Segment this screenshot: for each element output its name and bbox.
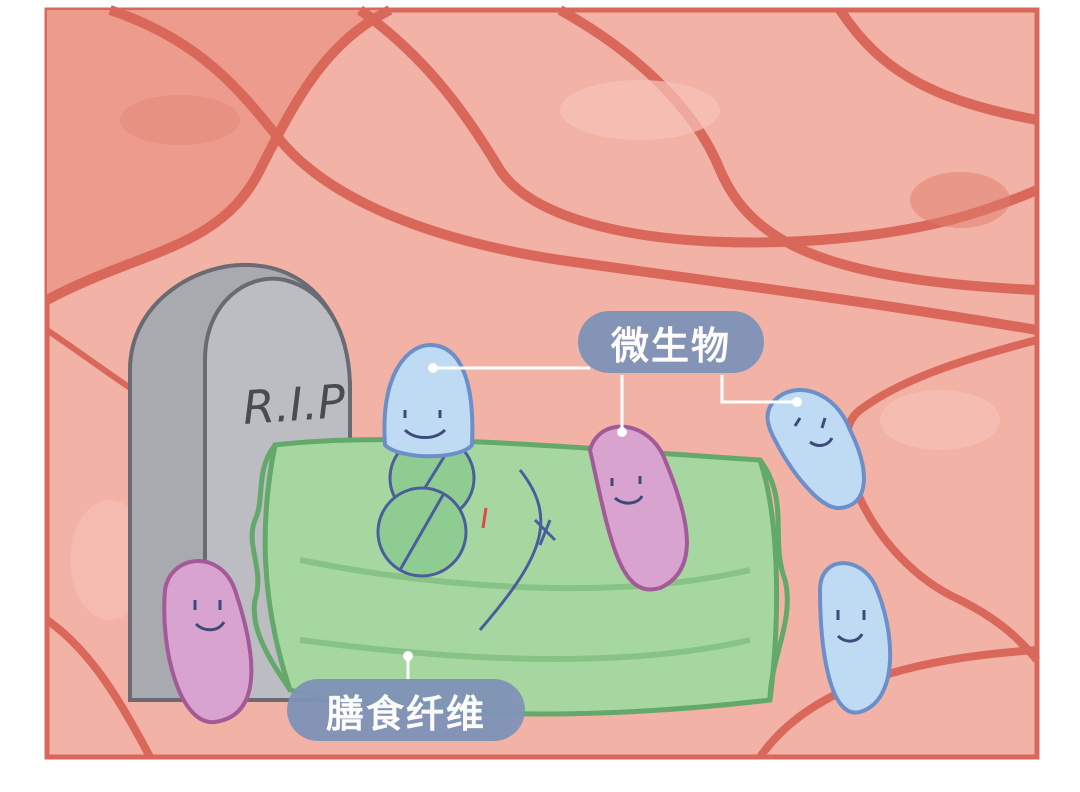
microbe-pink-left — [162, 559, 254, 725]
dietary-fiber-label: 膳食纤维 — [287, 679, 525, 741]
microbe-blue-top — [382, 342, 475, 459]
microbes-label: 微生物 — [578, 311, 764, 373]
microbe-blue-right-bottom — [817, 561, 893, 715]
fiber-discs — [376, 434, 476, 578]
tombstone-text: R.I.P — [241, 374, 347, 435]
microbe-pink-middle — [587, 424, 689, 592]
microbe-blue-right-top — [765, 388, 866, 510]
label-leader-lines — [403, 363, 802, 682]
dietary-fiber — [249, 437, 790, 717]
